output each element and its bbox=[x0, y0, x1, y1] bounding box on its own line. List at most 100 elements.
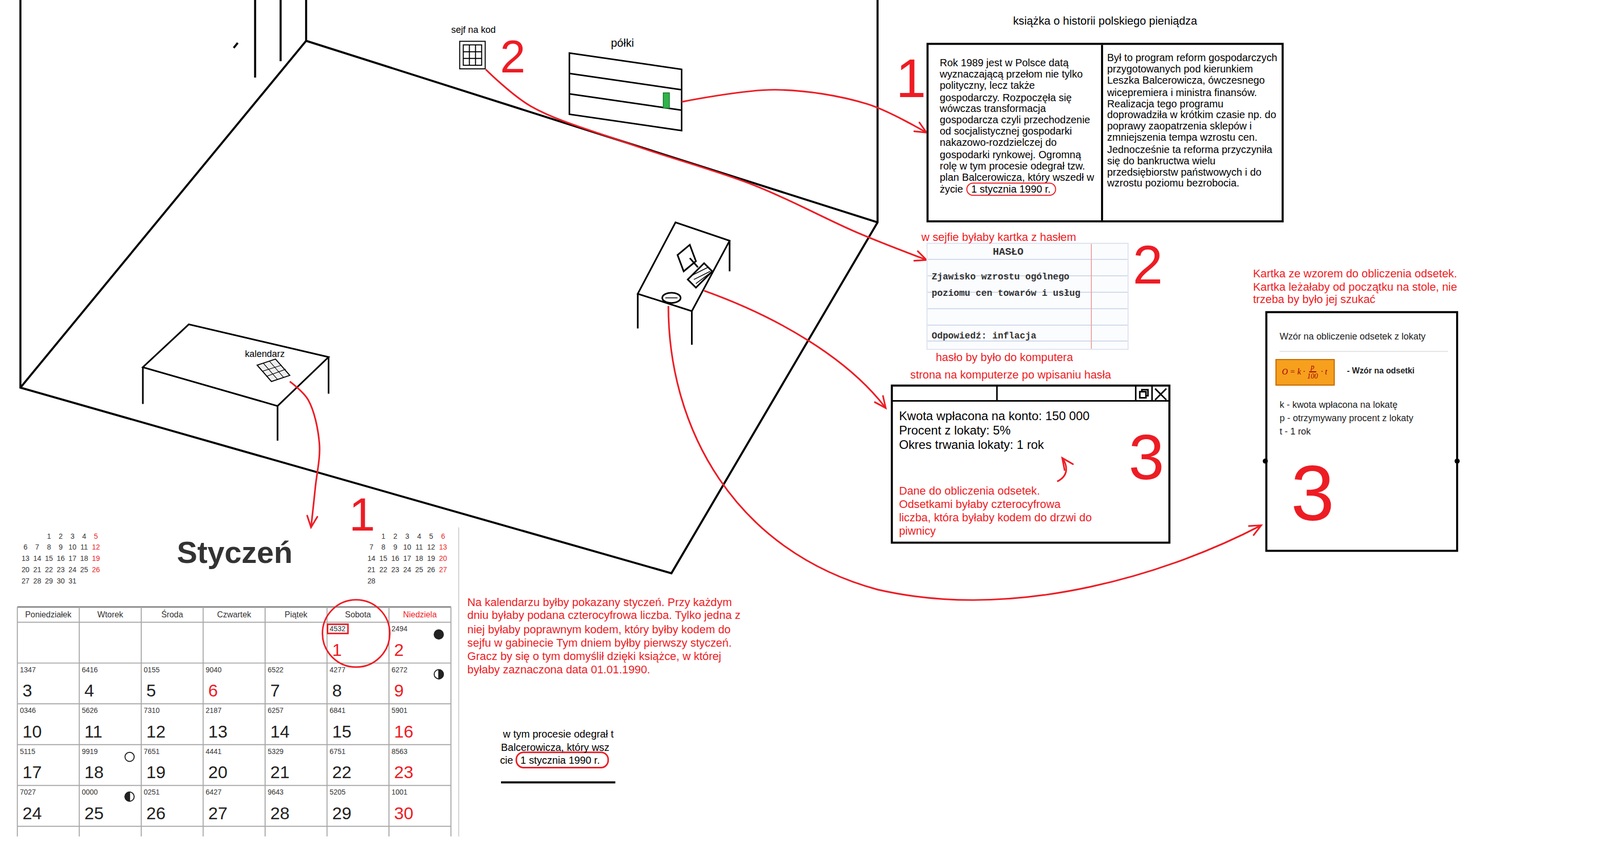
variable-note: t - 1 rok bbox=[1279, 425, 1448, 439]
day-number: 10 bbox=[22, 723, 43, 743]
computer-desk bbox=[691, 267, 713, 284]
day-number: 28 bbox=[270, 805, 290, 825]
computer-desk bbox=[637, 222, 730, 312]
day-code: 1001 bbox=[391, 788, 408, 797]
computer-desk bbox=[690, 257, 699, 268]
day-code: 9040 bbox=[205, 666, 222, 675]
mini-calendar-day: 19 bbox=[89, 554, 103, 564]
room-outline bbox=[20, 0, 878, 574]
day-code: 6257 bbox=[267, 707, 284, 716]
day-code: 0346 bbox=[20, 707, 36, 716]
window-chrome bbox=[1141, 389, 1148, 397]
formula-text: 100 bbox=[1307, 372, 1318, 381]
mini-calendar-day: 22 bbox=[42, 566, 55, 575]
day-number: 6 bbox=[208, 682, 218, 702]
mini-calendar-day: 10 bbox=[66, 544, 79, 553]
fraction: p100 bbox=[1307, 363, 1318, 381]
day-number: 2 bbox=[394, 642, 404, 661]
mini-calendar-day: 3 bbox=[66, 532, 79, 542]
moon-phase bbox=[124, 752, 135, 762]
mini-calendar-day: 6 bbox=[436, 532, 450, 542]
day-code: 7651 bbox=[143, 748, 160, 757]
window-chrome bbox=[891, 385, 1170, 402]
mini-calendar-day: 8 bbox=[377, 544, 390, 553]
room-outline bbox=[20, 0, 878, 574]
day-code: 1347 bbox=[20, 666, 36, 675]
moon-phase bbox=[434, 629, 444, 640]
day-number: 27 bbox=[208, 805, 228, 825]
day-code: 4441 bbox=[205, 748, 222, 757]
annotation: Kartka ze wzorem do obliczenia odsetek. … bbox=[1253, 267, 1486, 306]
calendar-table bbox=[142, 324, 329, 407]
day-number: 4 bbox=[84, 682, 95, 702]
day-code: 0000 bbox=[81, 788, 98, 797]
formula-text: · t bbox=[1321, 366, 1328, 378]
mini-calendar-day: 13 bbox=[436, 544, 450, 553]
mini-calendar-day: 15 bbox=[42, 554, 55, 564]
day-number: 16 bbox=[394, 723, 414, 743]
mini-calendar-day: 18 bbox=[413, 554, 426, 564]
callout-number: 3 bbox=[1290, 454, 1335, 533]
mini-calendar-day: 25 bbox=[413, 566, 426, 575]
book-excerpt: w tym procesie odegrał t bbox=[503, 728, 614, 740]
room-outline bbox=[233, 42, 238, 48]
mini-calendar-day: 25 bbox=[78, 566, 91, 575]
day-code: 6272 bbox=[391, 666, 408, 675]
day-code: 5329 bbox=[267, 748, 284, 757]
account-data: Kwota wpłacona na konto: 150 000 bbox=[899, 408, 1163, 424]
mini-calendar-day: 3 bbox=[401, 532, 414, 542]
marked-date: 1 stycznia 1990 r. bbox=[520, 755, 601, 767]
book-text: Był to program reform gospodarczych przy… bbox=[1107, 51, 1278, 190]
calendar-grid bbox=[17, 607, 452, 837]
mini-calendar-day: 11 bbox=[413, 544, 426, 553]
annotation: Na kalendarzu byłby pokazany styczeń. Pr… bbox=[467, 596, 746, 678]
leader-arrow bbox=[703, 290, 886, 408]
day-number: 22 bbox=[331, 764, 352, 784]
mini-calendar-day: 22 bbox=[377, 566, 390, 575]
safe-keypad bbox=[463, 44, 482, 66]
card-answer: Odpowiedź: inflacja bbox=[931, 330, 1085, 343]
card-heading: HASŁO bbox=[931, 247, 1085, 260]
mini-calendar-day: 26 bbox=[89, 566, 103, 575]
calendar-grid bbox=[17, 606, 452, 608]
weekday-header: Czwartek bbox=[202, 610, 266, 621]
moon-phase bbox=[124, 792, 135, 802]
object-label: sejf na kod bbox=[437, 24, 510, 36]
window-chrome bbox=[891, 385, 1170, 402]
formula-text: O = k · bbox=[1281, 366, 1306, 378]
formula-caption: - Wzór na odsetki bbox=[1346, 366, 1448, 377]
object-label: kalendarz bbox=[245, 348, 286, 360]
mini-calendar-day: 19 bbox=[424, 554, 438, 564]
mini-calendar-day: 10 bbox=[401, 544, 414, 553]
book-page: Rok 1989 jest w Polsce datą wyznaczającą… bbox=[926, 42, 1284, 223]
day-number: 11 bbox=[84, 723, 103, 743]
window-chrome bbox=[1139, 392, 1146, 399]
callout-number: 3 bbox=[1128, 425, 1164, 490]
weekday-header: Piątek bbox=[265, 610, 328, 621]
mini-calendar-day: 23 bbox=[388, 566, 402, 575]
connector-arrow bbox=[485, 69, 927, 260]
mini-calendar-day: 28 bbox=[31, 577, 44, 586]
day-code: 2187 bbox=[205, 707, 222, 716]
mini-calendar-day: 9 bbox=[388, 544, 402, 553]
calendar-object: kalendarz bbox=[243, 346, 290, 382]
annotation: w sejfie byłaby kartka z hasłem bbox=[921, 230, 1076, 245]
calendar-table bbox=[256, 359, 290, 382]
day-code: 6427 bbox=[205, 788, 222, 797]
shelves-drawing bbox=[663, 92, 670, 109]
weekday-header: Wtorek bbox=[79, 610, 142, 621]
mini-calendar-day: 14 bbox=[365, 554, 378, 564]
leader-arrow bbox=[668, 290, 1262, 601]
day-number: 14 bbox=[270, 723, 290, 743]
room-outline bbox=[254, 0, 257, 78]
room-outline bbox=[306, 0, 878, 223]
day-code: 7310 bbox=[143, 707, 160, 716]
mini-calendar-day: 9 bbox=[54, 544, 67, 553]
mini-calendar-day: 11 bbox=[78, 544, 91, 553]
moon-phase bbox=[438, 670, 444, 680]
day-number: 21 bbox=[270, 764, 290, 784]
safe-keypad bbox=[463, 44, 482, 66]
excerpt-rule bbox=[500, 781, 616, 784]
mini-calendar-day: 23 bbox=[54, 566, 67, 575]
